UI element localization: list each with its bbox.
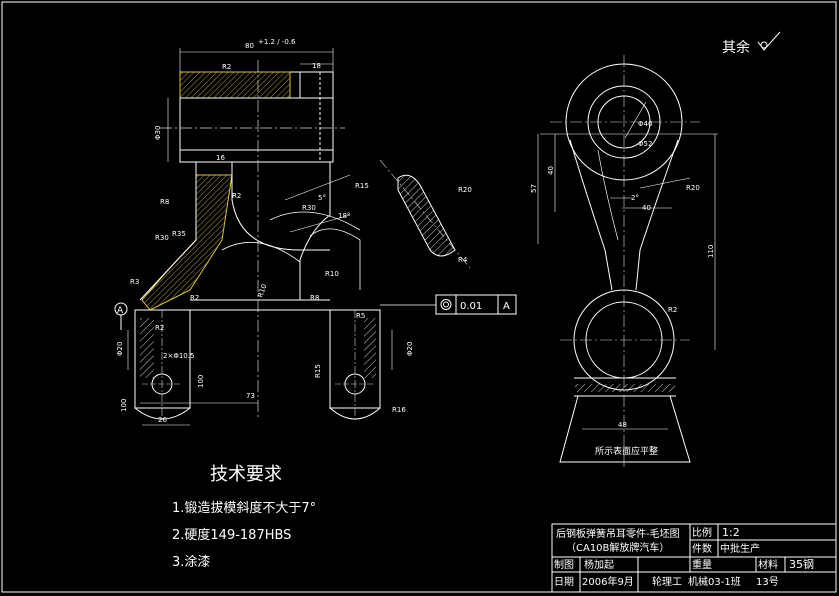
dim-r2b: R2 bbox=[232, 192, 241, 200]
dim-phi52: Φ52 bbox=[638, 140, 652, 148]
dim-r15b: R15 bbox=[314, 364, 322, 378]
datum-marker: A bbox=[114, 302, 128, 330]
dim-r8: R8 bbox=[160, 198, 169, 206]
part-name-2: （CA10B解放牌汽车） bbox=[566, 541, 669, 554]
date-value: 2006年9月 bbox=[582, 575, 634, 588]
dim-73: 73 bbox=[246, 392, 255, 400]
tech-req-item-1: 1.锻造拔模斜度不大于7° bbox=[172, 500, 316, 516]
material-value: 35钢 bbox=[789, 558, 814, 571]
surface-finish: 其余 bbox=[722, 31, 781, 56]
dim-2deg: 2° bbox=[631, 194, 639, 202]
left-dimensions: 80 +1.2 / -0.6 18 R2 Φ30 16 R8 R2 R30 R3… bbox=[116, 38, 472, 424]
gdt-datum: A bbox=[503, 301, 510, 312]
title-block bbox=[551, 523, 837, 593]
dim-80-tol: +1.2 / -0.6 bbox=[258, 38, 296, 46]
dim-r5: R5 bbox=[356, 312, 365, 320]
dim-r3: R3 bbox=[130, 278, 139, 286]
dim-r10: R10 bbox=[325, 270, 339, 278]
weight-label: 重量 bbox=[692, 558, 712, 571]
datum-label: A bbox=[117, 306, 124, 316]
date-label: 日期 bbox=[554, 576, 574, 588]
right-dimensions: Φ40 Φ52 40 57 R20 2° 40 110 R2 48 bbox=[530, 120, 715, 429]
dim-100b: 100 bbox=[197, 375, 205, 388]
top-hatch bbox=[179, 71, 291, 99]
drawn-label: 制图 bbox=[554, 558, 574, 571]
scale-label: 比例 bbox=[692, 526, 712, 539]
gdt-tolerance: 0.01 bbox=[460, 301, 482, 312]
tech-req-item-3: 3.涂漆 bbox=[172, 554, 210, 570]
material-label: 材料 bbox=[758, 558, 778, 571]
dim-phi40: Φ40 bbox=[638, 120, 652, 128]
dim-r2r: R2 bbox=[668, 306, 677, 314]
dim-r30b: R30 bbox=[302, 204, 316, 212]
quantity-label: 件数 bbox=[692, 542, 712, 555]
tech-requirements: 技术要求 1.锻造拔模斜度不大于7° 2.硬度149-187HBS 3.涂漆 bbox=[172, 464, 316, 570]
dim-phi20b: Φ20 bbox=[406, 342, 414, 356]
number: 13号 bbox=[756, 576, 779, 588]
dim-26: 26 bbox=[158, 416, 167, 424]
dim-r20r: R20 bbox=[686, 184, 700, 192]
scale-value: 1:2 bbox=[722, 526, 740, 539]
dim-40: 40 bbox=[547, 166, 555, 175]
dim-5deg: 5° bbox=[318, 194, 326, 202]
dim-r2: R2 bbox=[222, 63, 231, 71]
part-name-1: 后钢板弹簧吊耳零件-毛坯图 bbox=[556, 527, 680, 540]
side-view bbox=[537, 55, 718, 470]
dim-18deg: 18° bbox=[338, 212, 350, 220]
dim-18: 18 bbox=[312, 62, 321, 70]
class-info: 机械03-1班 bbox=[688, 575, 741, 588]
dim-57: 57 bbox=[530, 184, 538, 193]
dim-r16: R16 bbox=[392, 406, 406, 414]
dim-48: 48 bbox=[618, 421, 627, 429]
quantity-value: 中批生产 bbox=[720, 542, 760, 555]
drawn-by: 杨加起 bbox=[584, 558, 614, 571]
dept: 轮理工 bbox=[652, 575, 682, 588]
gdt-frame: 0.01 A bbox=[435, 294, 517, 315]
dim-r2c: R2 bbox=[190, 294, 199, 302]
dim-bore: Φ30 bbox=[154, 126, 162, 140]
section-note: 所示表面应平整 bbox=[595, 445, 658, 457]
dim-110: 110 bbox=[707, 245, 715, 258]
dim-80: 80 bbox=[245, 42, 254, 50]
tech-req-title: 技术要求 bbox=[210, 464, 282, 485]
dim-2x10: 2×Φ10.5 bbox=[163, 352, 194, 360]
dim-40b: 40 bbox=[642, 204, 651, 212]
dim-100: 100 bbox=[120, 399, 128, 412]
dim-r8b: R8 bbox=[310, 294, 319, 302]
dim-r35: R35 bbox=[172, 230, 186, 238]
title-block-text: 后钢板弹簧吊耳零件-毛坯图 （CA10B解放牌汽车） 比例 1:2 件数 中批生… bbox=[554, 526, 814, 588]
dim-phi20: Φ20 bbox=[116, 342, 124, 356]
tech-req-item-2: 2.硬度149-187HBS bbox=[172, 527, 291, 543]
front-view bbox=[127, 48, 471, 426]
surface-finish-text: 其余 bbox=[722, 39, 750, 56]
dim-16: 16 bbox=[216, 154, 225, 162]
dim-r15: R15 bbox=[355, 182, 369, 190]
dim-r30: R30 bbox=[155, 234, 169, 242]
dim-r4: R4 bbox=[458, 256, 468, 264]
dim-r20: R20 bbox=[458, 186, 472, 194]
dim-r2d: R2 bbox=[155, 324, 164, 332]
